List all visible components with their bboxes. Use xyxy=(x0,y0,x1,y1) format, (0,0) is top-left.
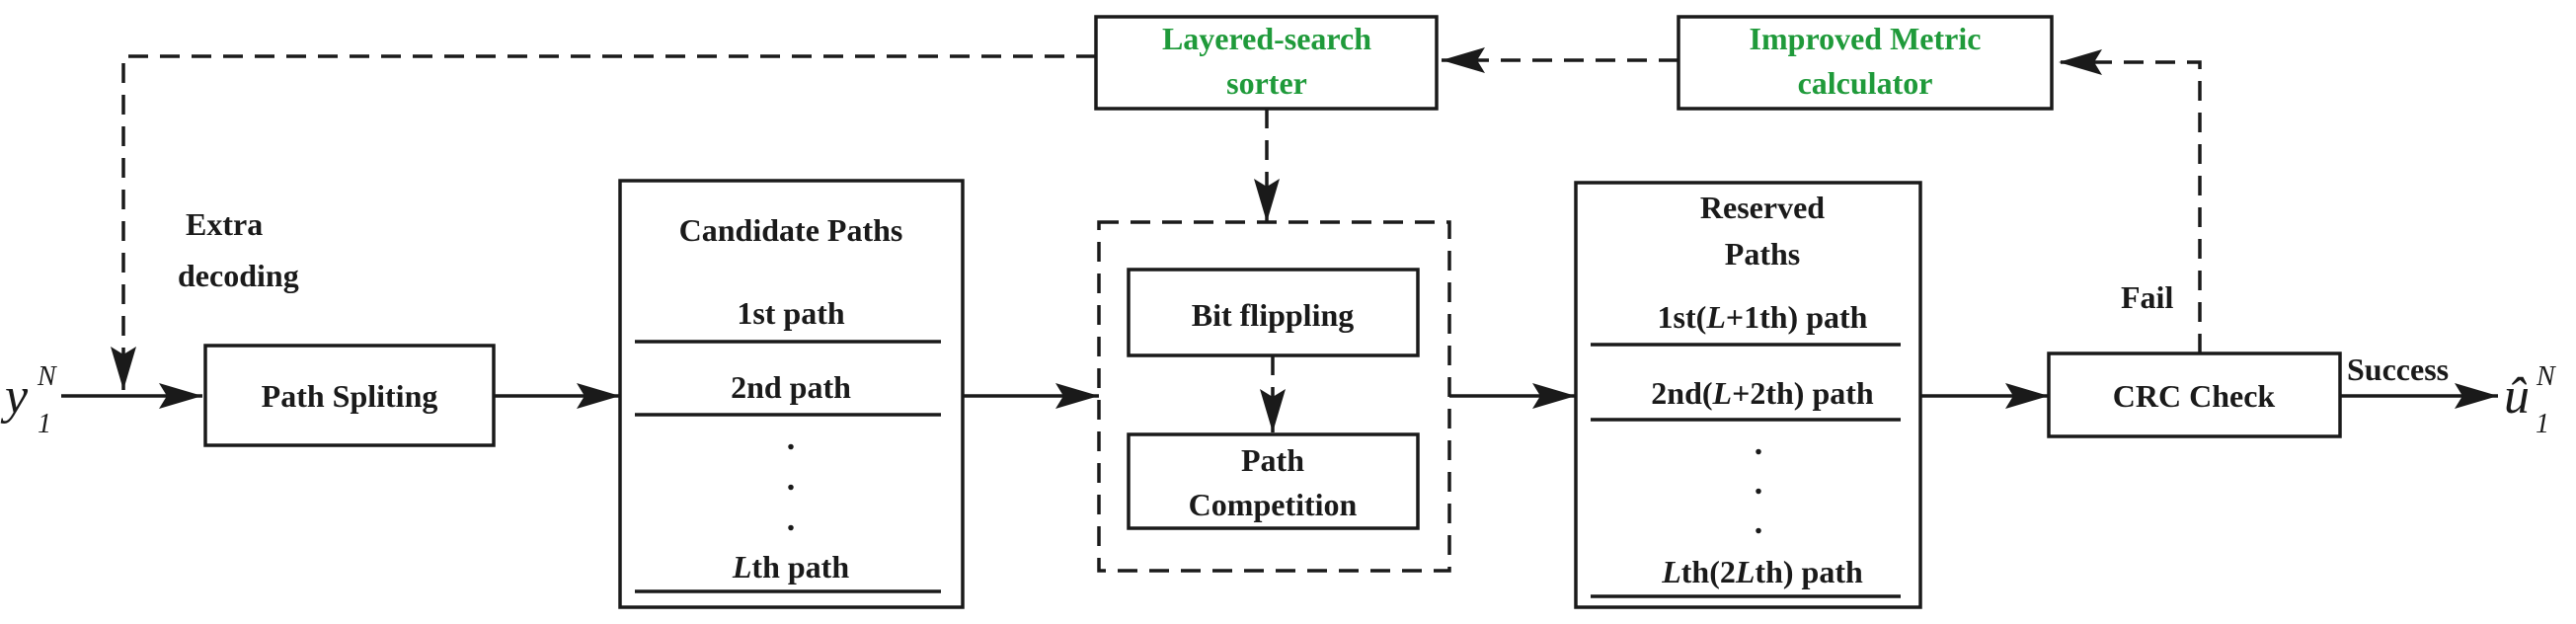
extra-decoding-feedback-line xyxy=(111,54,1096,390)
svg-text:1: 1 xyxy=(38,409,51,439)
svg-text:N: N xyxy=(37,361,57,392)
reserved-path-last: Lth(2Lth) path xyxy=(1661,554,1863,589)
reserved-ellipsis-2: . xyxy=(1755,465,1763,502)
svg-text:y: y xyxy=(0,368,29,425)
path-competition-box xyxy=(1127,432,1420,530)
reserved-path-2: 2nd(L+2th) path xyxy=(1651,375,1874,411)
bit-flipping-label: Bit flippling xyxy=(1192,297,1355,333)
candidate-paths-box xyxy=(618,179,965,609)
crc-check-label: CRC Check xyxy=(2113,378,2276,414)
svg-text:û: û xyxy=(2504,368,2530,425)
candidate-paths-title: Candidate Paths xyxy=(679,212,903,248)
svg-text:N: N xyxy=(2536,361,2556,392)
reserved-ellipsis-1: . xyxy=(1755,426,1763,462)
svg-text:1: 1 xyxy=(2536,409,2549,439)
extra-decoding-label-2: decoding xyxy=(178,258,299,293)
candidate-path-2: 2nd path xyxy=(731,369,851,405)
input-symbol: y 1 N xyxy=(0,361,57,439)
candidate-path-1: 1st path xyxy=(737,295,845,331)
path-competition-label-1: Path xyxy=(1241,442,1304,478)
layered-search-sorter-label-1: Layered-search xyxy=(1162,21,1371,56)
reserved-paths-title-1: Reserved xyxy=(1700,190,1825,225)
crc-check-box xyxy=(2047,351,2342,438)
fail-label: Fail xyxy=(2121,279,2173,315)
reserved-ellipsis-3: . xyxy=(1755,505,1763,541)
candidate-path-last: Lth path xyxy=(732,549,849,585)
path-competition-label-2: Competition xyxy=(1189,487,1358,522)
improved-metric-label-1: Improved Metric xyxy=(1750,21,1982,56)
candidate-ellipsis-1: . xyxy=(787,421,796,457)
reserved-path-1: 1st(L+1th) path xyxy=(1658,299,1868,335)
candidate-ellipsis-3: . xyxy=(787,502,796,538)
bit-flipping-box xyxy=(1127,268,1420,357)
reserved-paths-title-2: Paths xyxy=(1725,236,1800,272)
candidate-ellipsis-2: . xyxy=(787,461,796,498)
path-splitting-box xyxy=(203,344,496,447)
path-splitting-label: Path Spliting xyxy=(262,378,438,414)
improved-metric-label-2: calculator xyxy=(1798,65,1933,101)
layered-search-sorter-label-2: sorter xyxy=(1226,65,1307,101)
output-symbol: û 1 N xyxy=(2504,361,2556,439)
layered-search-sorter-box xyxy=(1094,15,1439,111)
improved-metric-calculator-box xyxy=(1677,15,2054,111)
reserved-paths-box xyxy=(1574,181,1922,609)
success-label: Success xyxy=(2347,351,2449,387)
extra-decoding-label-1: Extra xyxy=(186,206,263,242)
fail-feedback-line xyxy=(2059,49,2202,353)
